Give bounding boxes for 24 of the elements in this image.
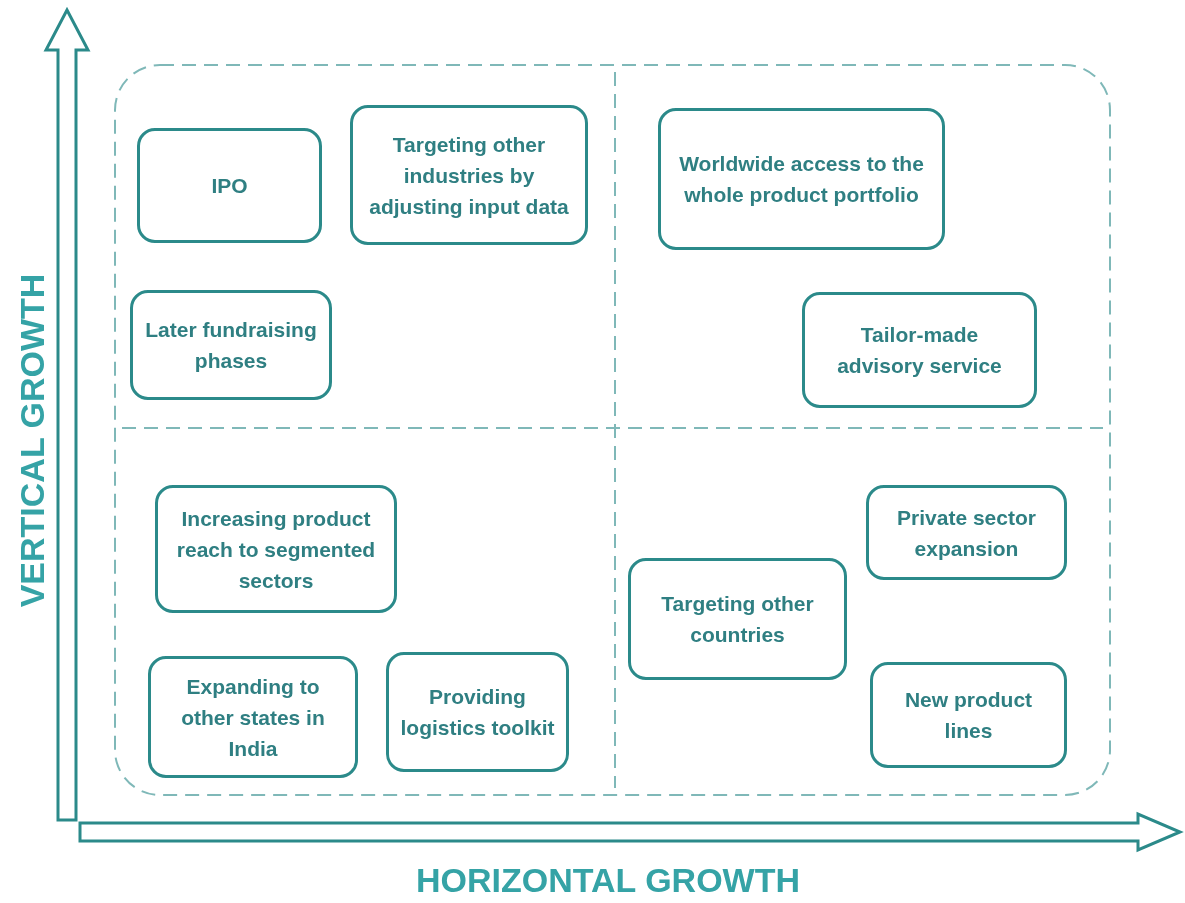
strategy-box	[802, 292, 1037, 408]
axis-title: HORIZONTAL GROWTH	[416, 860, 801, 900]
box-text: Tailor-made advisory service	[836, 322, 1003, 379]
box-text: Expanding to other states in India	[180, 673, 326, 762]
box-text: New product lines	[903, 687, 1034, 744]
strategy-box	[386, 652, 569, 772]
strategy-box	[350, 105, 588, 245]
strategy-box	[148, 656, 358, 778]
box-text: Providing logistics toolkit	[399, 684, 556, 741]
box-text: Increasing product reach to segmented sectors	[175, 505, 377, 594]
strategy-box	[658, 108, 945, 250]
axis-title: VERTICAL GROWTH	[13, 273, 53, 607]
box-text: Worldwide access to the whole product portfolio	[678, 151, 925, 208]
box-text: Targeting other industries by adjusting input data	[368, 131, 570, 220]
box-text: Targeting other countries	[660, 591, 815, 648]
strategy-box	[628, 558, 847, 680]
strategy-box	[870, 662, 1067, 768]
box-text: IPO	[211, 173, 248, 199]
box-text: Private sector expansion	[896, 504, 1037, 562]
strategy-box	[155, 485, 397, 613]
strategy-box	[130, 290, 332, 400]
box-text: Later fundraising phases	[144, 317, 318, 374]
strategy-box	[137, 128, 322, 243]
strategy-box	[866, 485, 1067, 580]
